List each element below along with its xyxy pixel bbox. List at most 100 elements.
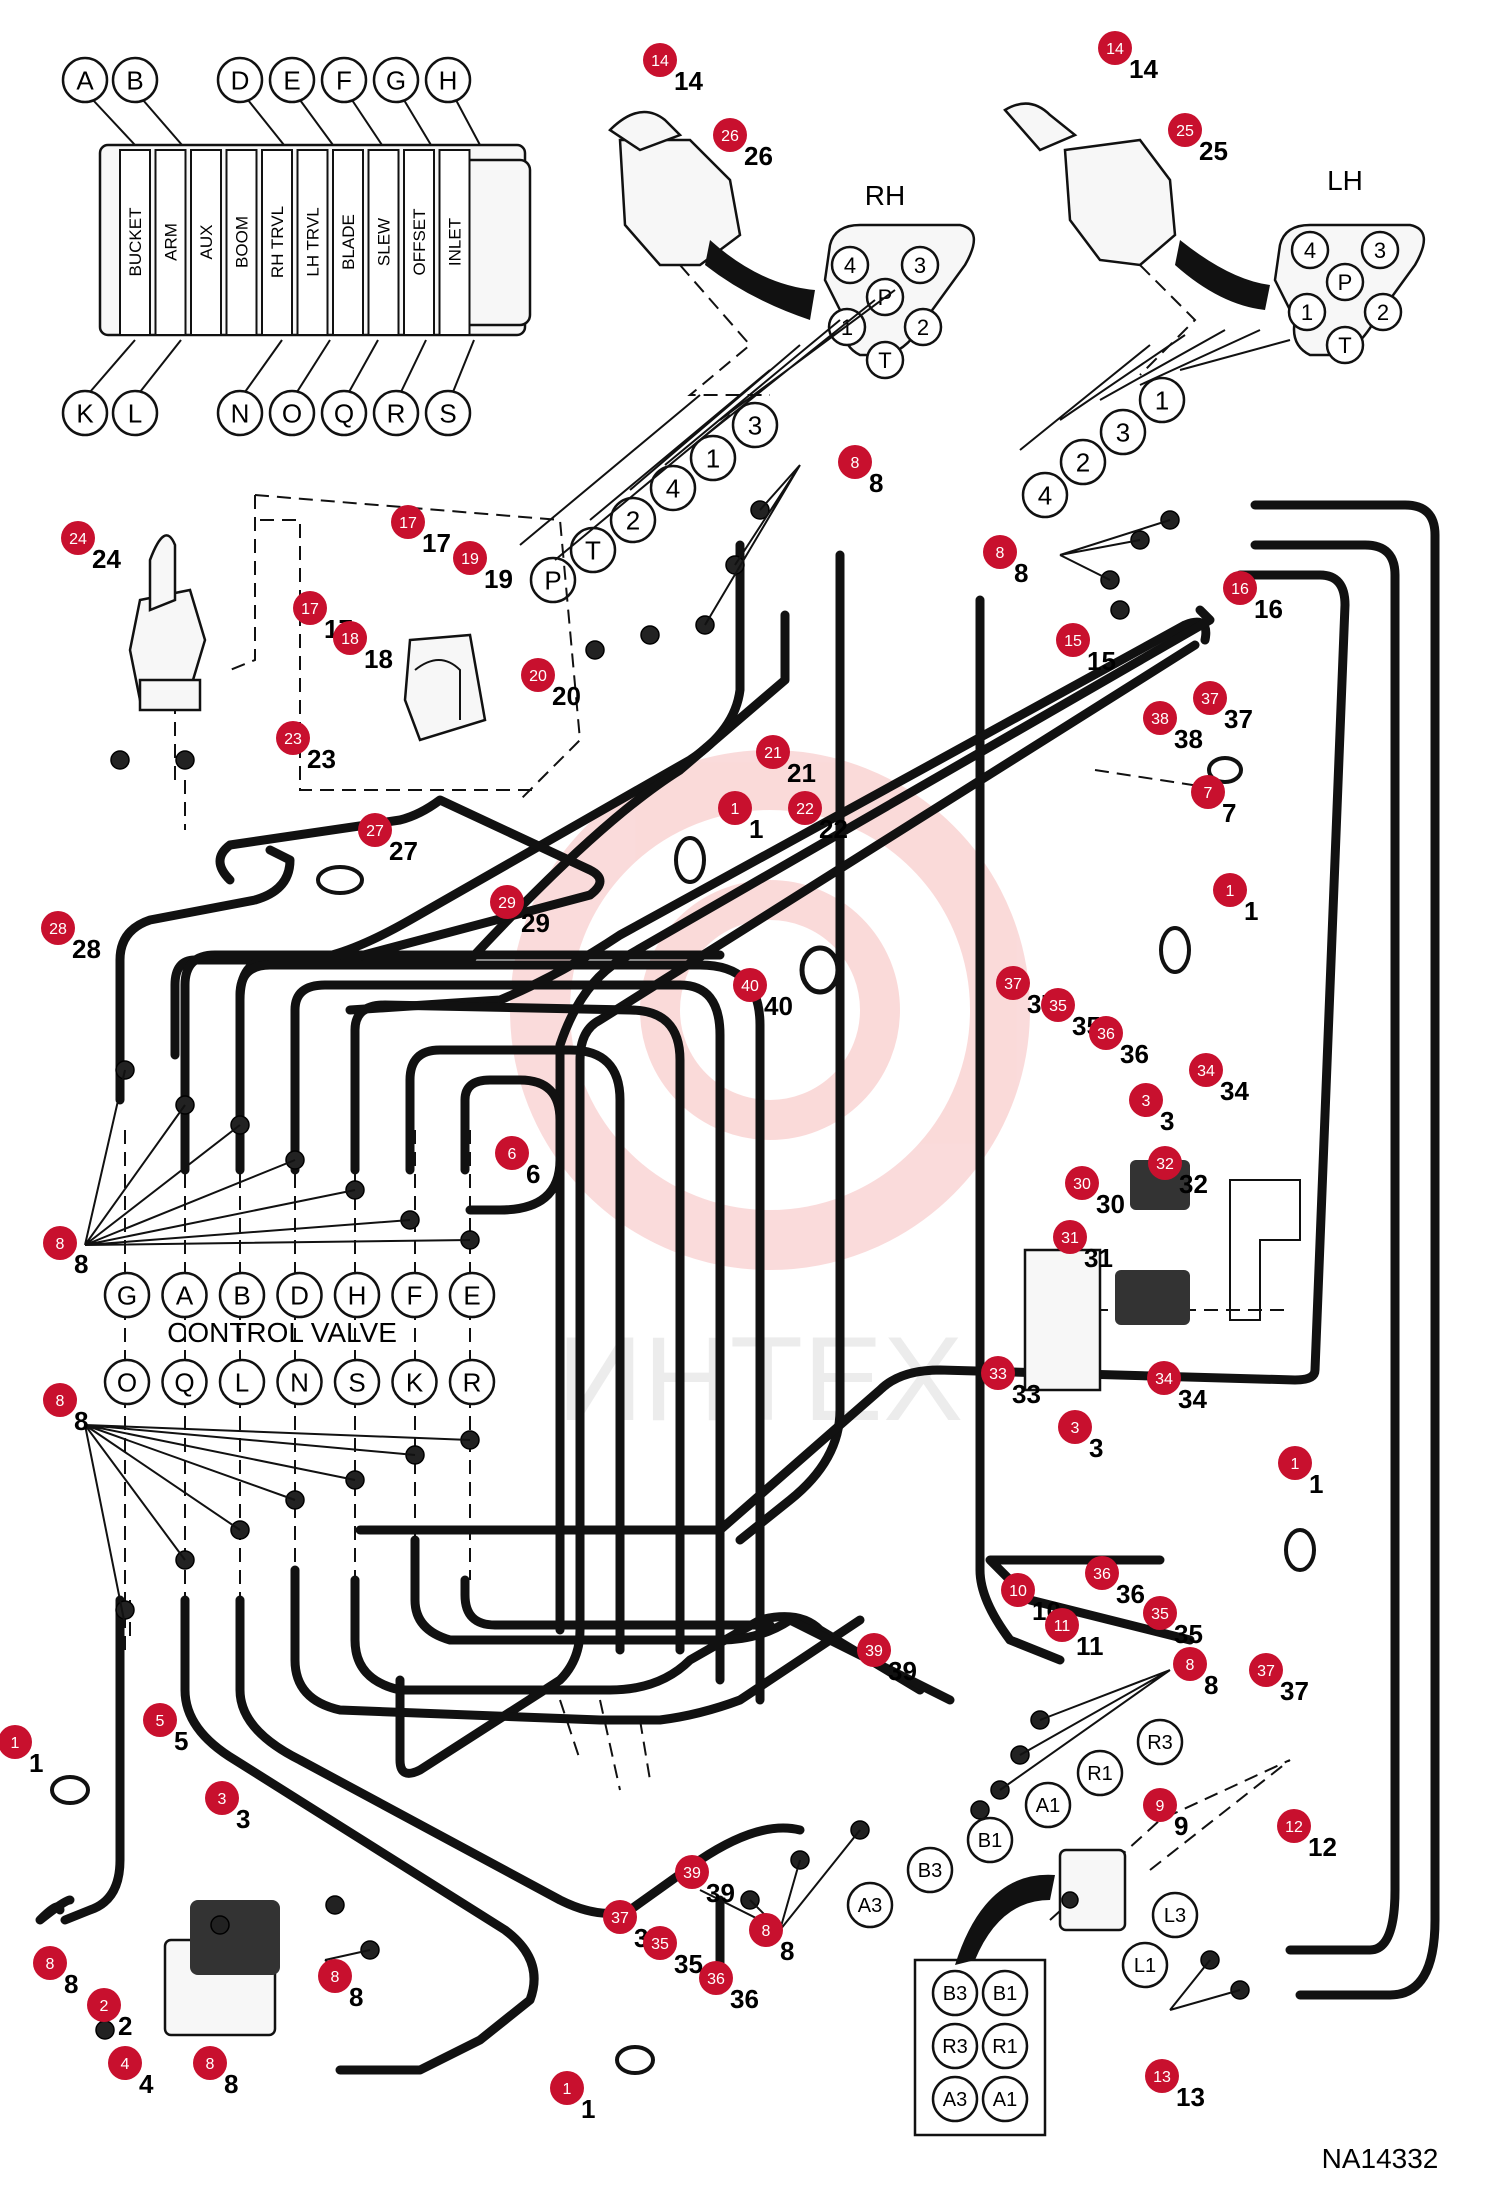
callout-label-c13: 13 <box>1176 2082 1205 2112</box>
tee-fitting <box>403 633 487 742</box>
callout-badge <box>756 735 790 769</box>
upper-port-F: F <box>391 1271 438 1319</box>
hose-clamps <box>50 756 1316 2075</box>
callout-badge <box>1193 681 1227 715</box>
grid-port-B1-label: B1 <box>993 1983 1017 2005</box>
callout-badge-number: 26 <box>721 128 739 145</box>
valve-port-Q: Q <box>320 389 368 437</box>
lower-port-Q: Q <box>161 1358 208 1406</box>
callout-badge <box>41 911 75 945</box>
callout-badge-number: 9 <box>1156 1798 1165 1815</box>
callout-badge <box>521 658 555 692</box>
callout-label-c8f: 8 <box>780 1936 794 1966</box>
callout-c9: 99 <box>1143 1788 1188 1841</box>
callout-badge-number: 3 <box>1142 1093 1151 1110</box>
callout-badge <box>643 1926 677 1960</box>
rh-port-4: 4 <box>649 464 697 512</box>
callout-badge-number: 38 <box>1151 711 1169 728</box>
callout-badge <box>1145 2059 1179 2093</box>
manifold-block <box>1058 1848 1127 1932</box>
callout-badge <box>108 2046 142 2080</box>
valve-port-Q-label: Q <box>334 398 354 428</box>
callout-badge-number: 7 <box>1204 785 1213 802</box>
callout-badge <box>1045 1608 1079 1642</box>
callout-label-c8c: 8 <box>74 1249 88 1279</box>
callout-badge-number: 8 <box>1186 1657 1195 1674</box>
grid-port-R3: R3 <box>931 2022 979 2070</box>
connector-pin-4: 4 <box>1290 230 1330 270</box>
callout-badge-number: 33 <box>989 1366 1007 1383</box>
callout-badge <box>1053 1220 1087 1254</box>
callout-label-c5: 5 <box>174 1726 188 1756</box>
upper-port-A-label: A <box>176 1280 194 1310</box>
callout-badge-number: 35 <box>1049 998 1067 1015</box>
callout-label-c28: 28 <box>72 934 101 964</box>
lower-port-Q-label: Q <box>174 1367 194 1397</box>
callout-label-c8i: 8 <box>224 2069 238 2099</box>
rh-port-1: 1 <box>689 434 737 482</box>
callout-badge-number: 40 <box>741 978 759 995</box>
callout-label-c27: 27 <box>389 836 418 866</box>
aux-joystick <box>128 534 207 712</box>
connector-pin-2: 2 <box>1363 292 1403 332</box>
callout-badge <box>205 1781 239 1815</box>
block-port-A3-label: A3 <box>858 1895 882 1917</box>
callout-label-c33: 33 <box>1012 1379 1041 1409</box>
callout-label-c3a: 3 <box>1160 1106 1174 1136</box>
rh-port-T-label: T <box>585 535 601 565</box>
callout-label-c34a: 34 <box>1220 1076 1249 1106</box>
valve-port-S-label: S <box>439 398 456 428</box>
valve-port-D: D <box>216 56 264 104</box>
block-port-B1-label: B1 <box>978 1830 1002 1852</box>
callout-badge-number: 8 <box>46 1956 55 1973</box>
callout-badge-number: 20 <box>529 668 547 685</box>
callout-badge-number: 36 <box>1097 1026 1115 1043</box>
callout-label-c39a: 39 <box>888 1656 917 1686</box>
callout-badge-number: 10 <box>1009 1583 1027 1600</box>
callout-label-c21: 21 <box>787 758 816 788</box>
callout-c8h: 88 <box>33 1946 78 1999</box>
valve-port-R: R <box>372 389 420 437</box>
callout-c3c: 33 <box>205 1781 250 1834</box>
callout-c1d: 11 <box>0 1725 43 1778</box>
upper-port-B: B <box>218 1271 266 1319</box>
block-port-R3: R3 <box>1136 1718 1184 1766</box>
callout-badge-number: 34 <box>1197 1063 1215 1080</box>
callout-badge <box>453 541 487 575</box>
rh-port-P: P <box>529 556 577 604</box>
callout-badge <box>276 721 310 755</box>
callout-badge-number: 24 <box>69 531 87 548</box>
callout-badge-number: 15 <box>1064 633 1082 650</box>
callout-c5: 55 <box>143 1703 188 1756</box>
lh-joystick <box>1003 102 1270 376</box>
callout-badge-number: 36 <box>707 1971 725 1988</box>
upper-port-A: A <box>161 1271 208 1319</box>
valve-port-O: O <box>268 389 316 437</box>
callout-badge <box>43 1226 77 1260</box>
lower-port-S: S <box>333 1358 381 1406</box>
upper-port-H: H <box>333 1271 381 1319</box>
valve-section-label: ARM <box>162 223 181 261</box>
connector-pin-P-label: P <box>1338 270 1353 295</box>
callout-label-c24: 24 <box>92 544 121 574</box>
callout-badge-number: 12 <box>1285 1819 1303 1836</box>
callout-badge-number: 11 <box>1054 1618 1071 1635</box>
callout-badge <box>1143 1596 1177 1630</box>
callout-badge-number: 17 <box>301 601 319 618</box>
connector-pin-3: 3 <box>1360 230 1400 270</box>
callout-badge <box>143 1703 177 1737</box>
grid-port-A3-label: A3 <box>943 2089 967 2111</box>
callout-label-c29: 29 <box>521 908 550 938</box>
grid-port-B3-label: B3 <box>943 1983 967 2005</box>
callout-badge <box>1168 113 1202 147</box>
callout-label-c32: 32 <box>1179 1169 1208 1199</box>
